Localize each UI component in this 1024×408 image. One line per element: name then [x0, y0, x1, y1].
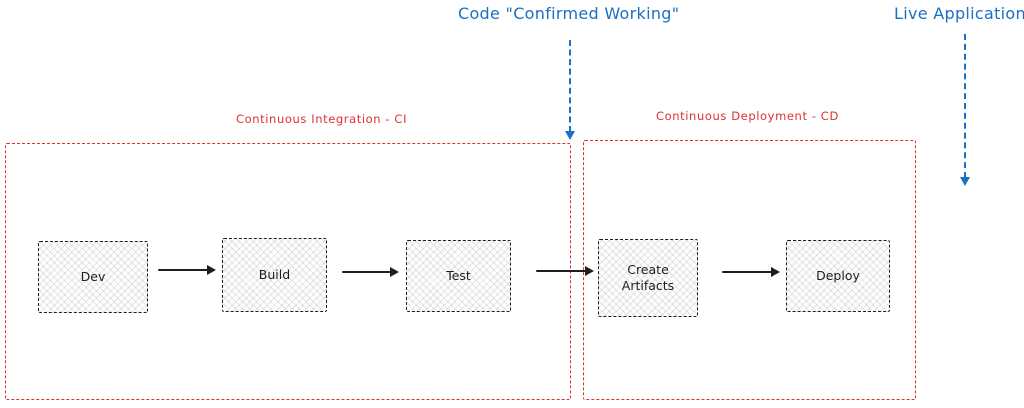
node-dev: Dev	[38, 241, 148, 313]
annotation-code-confirmed-working: Code "Confirmed Working"	[458, 4, 680, 23]
node-build: Build	[222, 238, 327, 312]
group-label-continuous-deployment: Continuous Deployment - CD	[656, 109, 839, 123]
node-create-artifacts-label: Create Artifacts	[621, 261, 675, 293]
arrow-create-artifacts-to-deploy-icon	[722, 266, 780, 277]
dashed-down-arrow-code-to-ci-icon	[565, 40, 575, 140]
node-deploy-label: Deploy	[816, 267, 860, 283]
dashed-down-arrow-live-application-icon	[960, 34, 970, 186]
arrow-build-to-test-icon	[342, 266, 399, 277]
annotation-live-application: Live Application	[894, 4, 1024, 23]
node-test-label: Test	[446, 267, 471, 283]
node-create-artifacts: Create Artifacts	[598, 239, 698, 317]
node-test: Test	[406, 240, 511, 312]
group-label-continuous-integration: Continuous Integration - CI	[236, 112, 408, 126]
arrow-dev-to-build-icon	[158, 264, 216, 275]
node-build-label: Build	[258, 266, 291, 282]
node-deploy: Deploy	[786, 240, 890, 312]
arrow-test-to-create-artifacts-icon	[536, 265, 594, 276]
node-dev-label: Dev	[80, 268, 106, 284]
